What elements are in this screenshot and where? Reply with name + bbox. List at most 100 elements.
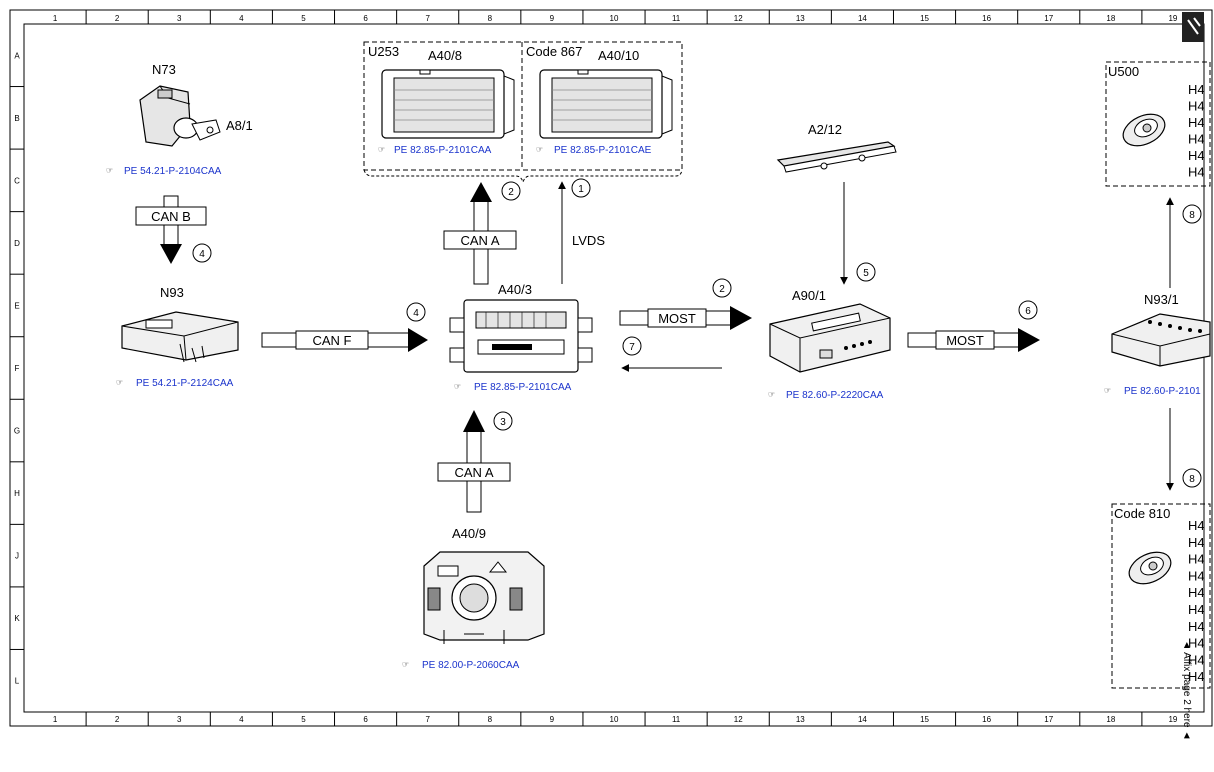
marker-8a: 8 — [1182, 204, 1202, 224]
ref-a40-9-text: PE 82.00-P-2060CAA — [422, 660, 520, 671]
ref-a40-8[interactable]: ☞ PE 82.85-P-2101CAA — [378, 145, 492, 156]
bus-lvds[interactable]: LVDS — [558, 181, 605, 284]
component-a40-3[interactable]: A40/3 — [449, 282, 593, 373]
col-label: 15 — [920, 715, 929, 724]
col-label: 9 — [550, 14, 555, 23]
col-label: 18 — [1106, 14, 1115, 23]
display-group — [363, 41, 683, 184]
svg-text:2: 2 — [719, 284, 725, 295]
marker-8b: 8 — [1182, 468, 1202, 488]
component-n93[interactable]: N93 — [121, 285, 239, 363]
col-label: 18 — [1106, 715, 1115, 724]
col-label: 4 — [239, 715, 244, 724]
ref-n73[interactable]: ☞ PE 54.21-P-2104CAA — [106, 166, 222, 177]
bus-can-a-top[interactable]: CAN A — [443, 182, 517, 285]
col-label: 10 — [610, 715, 619, 724]
col-label: 14 — [858, 14, 867, 23]
col-label: 15 — [920, 14, 929, 23]
col-label: 13 — [796, 715, 805, 724]
col-label: 12 — [734, 14, 743, 23]
ref-n73-text: PE 54.21-P-2104CAA — [124, 166, 222, 177]
col-label: 10 — [610, 14, 619, 23]
ref-n93[interactable]: ☞ PE 54.21-P-2124CAA — [116, 378, 234, 389]
col-label: 13 — [796, 14, 805, 23]
label-a8-1: A8/1 — [226, 118, 253, 133]
bus-most-left[interactable]: MOST — [619, 306, 752, 330]
amplifier-icon — [1111, 313, 1211, 367]
ref-n93-text: PE 54.21-P-2124CAA — [136, 378, 234, 389]
marker-2a: 2 — [501, 181, 521, 201]
marker-3: 3 — [493, 411, 513, 431]
continuation-note: ◄ Affix page 2 here ◄ — [1181, 640, 1192, 740]
col-label: 6 — [363, 14, 368, 23]
speaker-label: H4 — [1188, 619, 1205, 634]
document-icon: ☞ — [116, 378, 123, 387]
bus-can-f[interactable]: CAN F — [261, 328, 428, 352]
speaker-label: H4 — [1188, 518, 1205, 533]
speaker-label: H4 — [1188, 132, 1205, 147]
display-screen-icon — [381, 69, 515, 139]
arrow-down-icon — [160, 244, 182, 264]
label-a40-8: A40/8 — [428, 48, 462, 63]
label-code-810: Code 810 — [1114, 506, 1170, 521]
ref-n93-1[interactable]: ☞ PE 82.60-P-2101 — [1104, 386, 1201, 397]
svg-text:8: 8 — [1189, 210, 1195, 221]
col-label: 9 — [550, 715, 555, 724]
binder-icon — [1187, 17, 1201, 35]
column-ticks: 1122334455667788991010111112121313141415… — [53, 10, 1178, 726]
ref-a40-3[interactable]: ☞ PE 82.85-P-2101CAA — [454, 382, 572, 393]
svg-text:1: 1 — [578, 184, 584, 195]
component-a40-9[interactable]: A40/9 — [423, 526, 545, 644]
speaker-icon — [1122, 113, 1166, 147]
ref-a90-1[interactable]: ☞ PE 82.60-P-2220CAA — [768, 390, 884, 401]
row-label: L — [15, 677, 20, 686]
label-n73: N73 — [152, 62, 176, 77]
arrow-up-icon — [470, 182, 492, 202]
bus-can-a-bottom-label: CAN A — [454, 465, 493, 480]
document-icon: ☞ — [768, 390, 775, 399]
bus-can-b[interactable]: CAN B — [135, 195, 207, 264]
component-a2-12[interactable]: A2/12 — [776, 122, 897, 173]
bus-can-b-label: CAN B — [151, 209, 191, 224]
ref-a40-9[interactable]: ☞ PE 82.00-P-2060CAA — [402, 660, 520, 671]
document-icon: ☞ — [1104, 386, 1111, 395]
arrow-right-icon — [408, 328, 428, 352]
tuner-box-icon — [769, 303, 891, 373]
marker-1: 1 — [571, 178, 591, 198]
bus-can-a-bottom[interactable]: CAN A — [437, 410, 511, 513]
control-unit-icon — [121, 311, 239, 363]
speaker-label: H4 — [1188, 535, 1205, 550]
head-unit-icon — [449, 299, 593, 373]
col-label: 7 — [425, 14, 430, 23]
col-label: 16 — [982, 715, 991, 724]
component-a40-8[interactable]: U253 A40/8 — [368, 44, 515, 139]
component-n93-1[interactable]: N93/1 — [1111, 292, 1211, 367]
row-label: B — [14, 114, 19, 123]
component-a40-10[interactable]: Code 867 A40/10 — [526, 44, 673, 139]
svg-text:5: 5 — [863, 268, 869, 279]
ref-a40-10-text: PE 82.85-P-2101CAE — [554, 145, 652, 156]
component-a90-1[interactable]: A90/1 — [769, 288, 891, 373]
row-label: H — [14, 489, 20, 498]
ignition-switch-icon — [139, 85, 221, 147]
arrow-up-icon — [463, 410, 485, 432]
ref-a40-10[interactable]: ☞ PE 82.85-P-2101CAE — [536, 145, 652, 156]
label-a40-10: A40/10 — [598, 48, 639, 63]
marker-7: 7 — [622, 336, 642, 356]
col-label: 17 — [1044, 14, 1053, 23]
col-label: 19 — [1168, 14, 1177, 23]
document-icon: ☞ — [402, 660, 409, 669]
svg-text:8: 8 — [1189, 474, 1195, 485]
speaker-icon — [1128, 551, 1172, 585]
svg-text:3: 3 — [500, 417, 506, 428]
bus-most-right[interactable]: MOST — [907, 328, 1040, 352]
col-label: 8 — [488, 14, 493, 23]
speaker-label: H4 — [1188, 568, 1205, 583]
bus-lvds-label: LVDS — [572, 233, 605, 248]
component-n73[interactable]: N73 A8/1 — [139, 62, 253, 147]
col-label: 14 — [858, 715, 867, 724]
